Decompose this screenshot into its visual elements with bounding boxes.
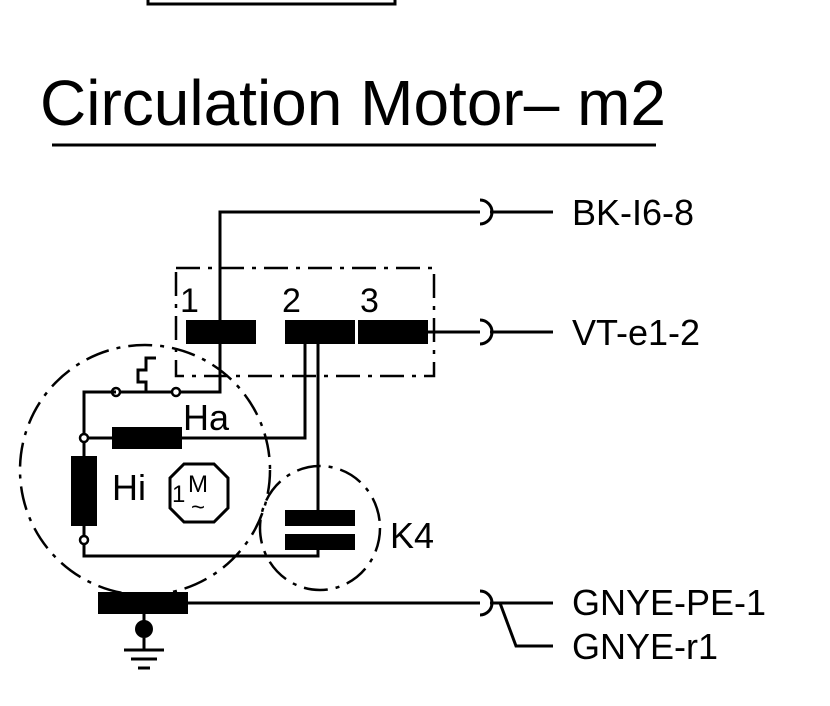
label-hi: Hi bbox=[112, 467, 146, 508]
motor-symbol-octagon bbox=[168, 462, 230, 524]
motor-phase-label: 1 bbox=[172, 481, 185, 508]
wire-gnye-r1-tail bbox=[498, 602, 553, 648]
terminal-label-2: 2 bbox=[282, 282, 301, 320]
top-cutoff-frame bbox=[146, 0, 397, 6]
wire-bk bbox=[218, 210, 480, 320]
pe-terminal-bar bbox=[98, 592, 188, 614]
terminal-bar-1 bbox=[186, 320, 256, 344]
diagram-title: Circulation Motor– m2 bbox=[40, 67, 666, 139]
label-k4: K4 bbox=[390, 515, 434, 556]
ground-node bbox=[135, 620, 153, 638]
capacitor-circle bbox=[258, 464, 382, 592]
terminal-bar-3 bbox=[358, 320, 428, 344]
motor-ac-label: ~ bbox=[191, 494, 205, 521]
thermal-switch bbox=[82, 344, 222, 438]
winding-ha bbox=[112, 427, 182, 449]
capacitor-plate-top bbox=[285, 510, 355, 526]
node-bottom bbox=[78, 534, 90, 546]
connector-label-bk: BK-I6-8 bbox=[572, 192, 694, 233]
winding-hi bbox=[71, 456, 97, 526]
ground-icon bbox=[124, 638, 164, 670]
capacitor-plate-bottom bbox=[285, 534, 355, 550]
label-ha: Ha bbox=[183, 397, 230, 438]
connector-label-gnye-r1: GNYE-r1 bbox=[572, 626, 718, 667]
terminal-bar-2 bbox=[285, 320, 355, 344]
terminal-label-1: 1 bbox=[180, 282, 199, 320]
wire-ha-to-terminal-2 bbox=[182, 344, 307, 440]
terminal-label-3: 3 bbox=[360, 282, 379, 320]
connector-label-gnye-pe: GNYE-PE-1 bbox=[572, 582, 766, 623]
node-top bbox=[78, 432, 90, 444]
motor-symbol-label: M bbox=[188, 471, 208, 498]
connector-label-vt: VT-e1-2 bbox=[572, 312, 700, 353]
